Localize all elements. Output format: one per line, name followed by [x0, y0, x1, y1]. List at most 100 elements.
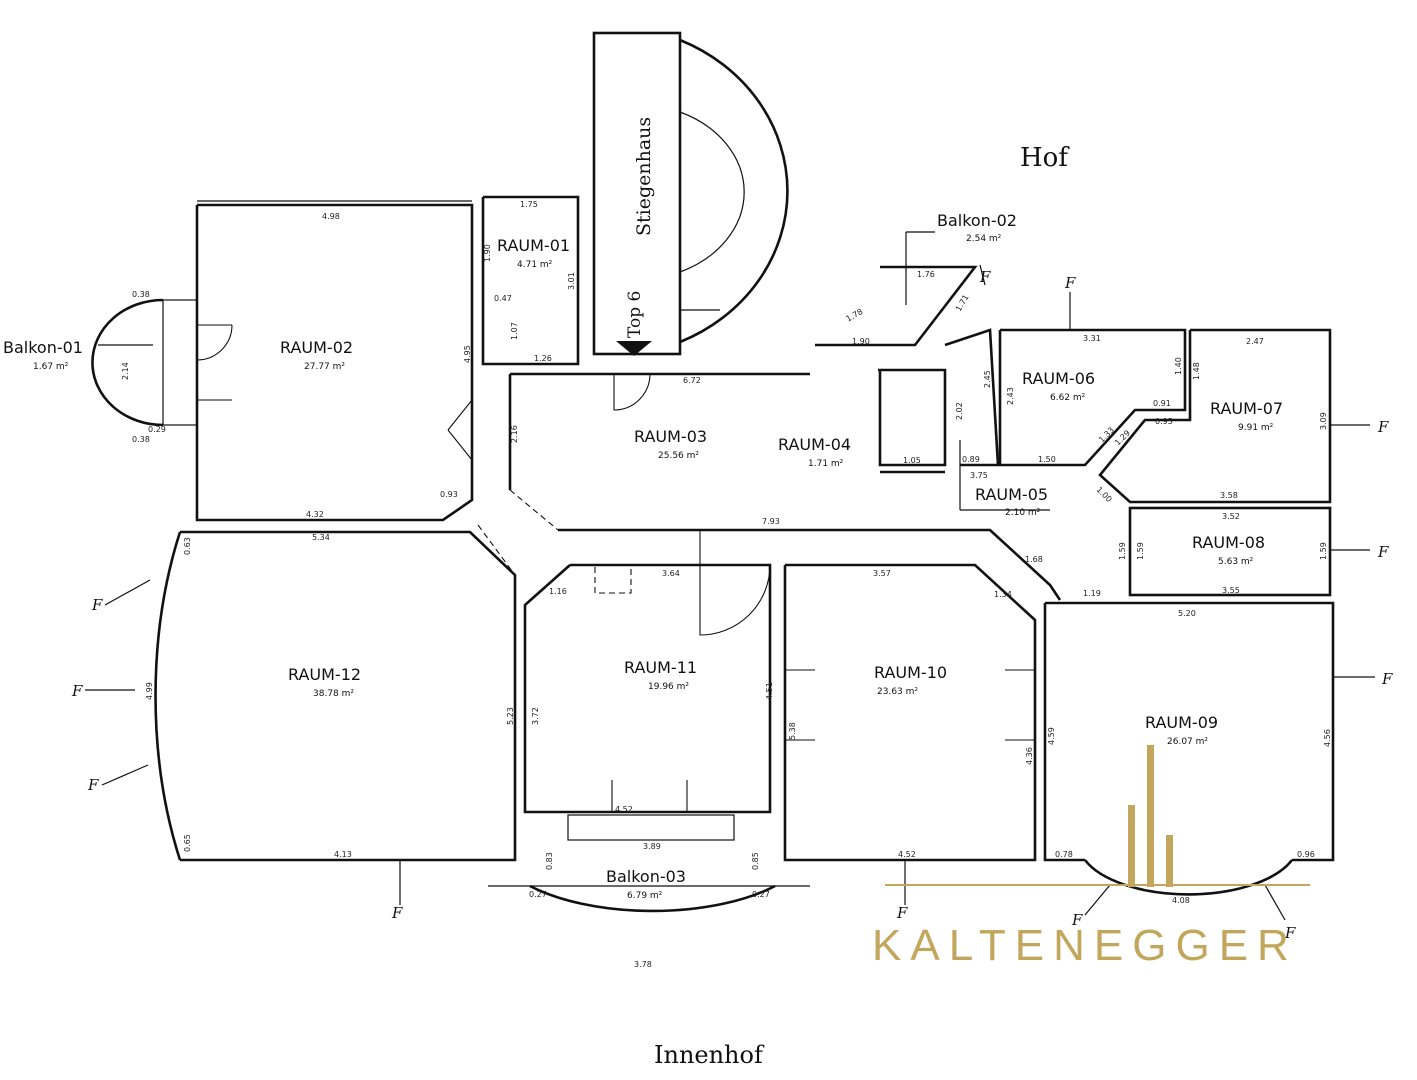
staircase-label: Stiegenhaus [633, 117, 655, 236]
dimension: 6.72 [683, 376, 701, 385]
dimension: 5.23 [506, 707, 515, 725]
room-area: 25.56 m² [658, 451, 699, 461]
dimension-labels: 4.98 1.75 1.90 3.01 0.47 1.07 1.26 4.95 … [121, 200, 1332, 969]
room-raum-09 [1043, 601, 1335, 896]
logo-bar [1166, 835, 1173, 887]
dimension: 1.59 [1136, 542, 1145, 560]
room-area: 6.62 m² [1050, 393, 1086, 403]
dimension: 1.71 [954, 293, 971, 313]
room-area: 23.63 m² [877, 687, 918, 697]
room-raum-05 [944, 328, 1050, 511]
dimension: 4.56 [1323, 729, 1332, 747]
inner-courtyard-label: Innenhof [654, 1041, 765, 1069]
staircase [592, 31, 789, 356]
room-area: 2.54 m² [966, 234, 1002, 244]
room-raum-01 [481, 195, 580, 366]
window-marker: F [391, 904, 403, 922]
dimension: 4.59 [1047, 727, 1056, 745]
dimension: 1.48 [1192, 362, 1201, 380]
dimension: 4.98 [322, 212, 340, 221]
dimension: 3.58 [1220, 491, 1238, 500]
dimension: 2.43 [1006, 387, 1015, 405]
window-marker: F [1381, 670, 1393, 688]
room-area: 1.71 m² [808, 459, 844, 469]
room-area: 26.07 m² [1167, 737, 1208, 747]
room-raum-06 [998, 328, 1187, 467]
room-raum-02 [162, 200, 474, 522]
room-raum-07 [1098, 328, 1332, 504]
dimension: 3.89 [643, 842, 661, 851]
window-marker: F [1284, 924, 1296, 942]
dimension: 0.95 [1155, 417, 1173, 426]
dimension: 3.72 [531, 707, 540, 725]
room-raum-12 [154, 530, 517, 862]
dimension: 0.85 [751, 852, 760, 870]
dimension: 1.40 [1174, 357, 1183, 375]
dimension: 0.47 [494, 294, 512, 303]
dimension: 0.91 [1153, 399, 1171, 408]
dimension: 0.38 [132, 290, 150, 299]
dimension: 3.55 [1222, 586, 1240, 595]
window-markers: F F F F F F F F F F F F [71, 264, 1393, 942]
room-name: Balkon-01 [3, 338, 83, 357]
dimension: 3.52 [1222, 512, 1240, 521]
room-name: Balkon-02 [937, 211, 1017, 230]
room-name: Balkon-03 [606, 867, 686, 886]
dimension: 0.27 [752, 890, 770, 899]
dimension: 2.02 [955, 402, 964, 420]
entrance-arrow-icon [616, 341, 652, 356]
dimension: 3.31 [1083, 334, 1101, 343]
room-area: 6.79 m² [627, 891, 663, 901]
dimension: 0.89 [962, 455, 980, 464]
dimension: 4.32 [306, 510, 324, 519]
room-area: 38.78 m² [313, 689, 354, 699]
courtyard-label: Hof [1020, 143, 1070, 173]
logo-text: KALTENEGGER [872, 921, 1298, 970]
window-marker: F [1377, 543, 1389, 561]
balcony-02 [815, 231, 978, 347]
room-labels: RAUM-01 4.71 m² RAUM-02 27.77 m² RAUM-03… [3, 211, 1283, 901]
logo-bar [1147, 745, 1154, 887]
room-area: 1.67 m² [33, 362, 69, 372]
dimension: 3.09 [1319, 412, 1328, 430]
dimension: 0.29 [148, 425, 166, 434]
window-marker: F [1064, 274, 1076, 292]
dimension: 1.68 [1025, 555, 1043, 564]
room-raum-04 [878, 368, 947, 467]
dimension: 3.57 [873, 569, 891, 578]
dimension: 2.47 [1246, 337, 1264, 346]
dimension: 3.75 [970, 471, 988, 480]
room-name: RAUM-06 [1022, 369, 1095, 388]
dimension: 2.14 [121, 362, 130, 380]
dimension: 2.45 [983, 370, 992, 388]
dimension: 4.36 [1025, 747, 1034, 765]
window-marker: F [896, 904, 908, 922]
dimension: 7.93 [762, 517, 780, 526]
unit-label: Top 6 [625, 291, 645, 338]
room-area: 27.77 m² [304, 362, 345, 372]
room-raum-10 [783, 563, 1037, 862]
dimension: 1.59 [1319, 542, 1328, 560]
dimension: 4.08 [1172, 896, 1190, 905]
dimension: 1.05 [903, 456, 921, 465]
logo-rule [885, 884, 1310, 886]
dimension: 1.26 [534, 354, 552, 363]
dimension: 1.75 [520, 200, 538, 209]
dimension: 1.90 [852, 337, 870, 346]
room-area: 9.91 m² [1238, 423, 1274, 433]
dimension: 0.83 [545, 852, 554, 870]
dimension: 0.96 [1297, 850, 1315, 859]
window-marker: F [91, 596, 103, 614]
dimension: 4.99 [145, 682, 154, 700]
window-marker: F [71, 682, 83, 700]
room-area: 4.71 m² [517, 260, 553, 270]
room-name: RAUM-07 [1210, 399, 1283, 418]
dimension: 4.13 [334, 850, 352, 859]
dimension: 0.27 [529, 890, 547, 899]
window-marker: F [87, 776, 99, 794]
dimension: 5.20 [1178, 609, 1196, 618]
dimension: 1.16 [549, 587, 567, 596]
dimension: 1.19 [1083, 589, 1101, 598]
window-marker: F [1071, 911, 1083, 929]
room-name: RAUM-02 [280, 338, 353, 357]
